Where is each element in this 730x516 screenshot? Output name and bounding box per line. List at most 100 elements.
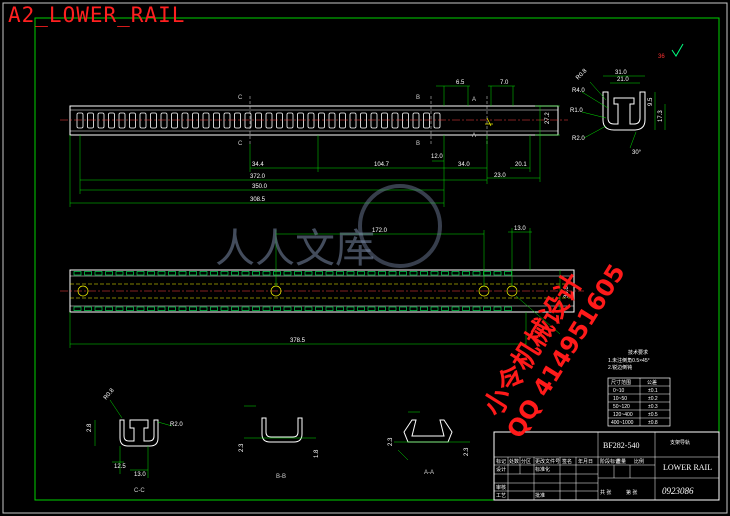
slot (349, 112, 357, 129)
top-view-dimension-lines (69, 85, 560, 207)
side-slot (367, 306, 376, 311)
tb-review: 审核 (496, 484, 506, 491)
part-name-cn: 支架导轨 (670, 439, 690, 446)
side-slot (493, 306, 502, 311)
side-slot (178, 271, 187, 276)
side-slot (409, 271, 418, 276)
side-slot (493, 271, 502, 276)
notes-line-2: 2.锐边倒钝 (608, 364, 632, 371)
aa-dim-2-3-left: 2.3 (388, 437, 394, 446)
side-slot (84, 271, 92, 276)
aa-label: A-A (424, 470, 434, 476)
bb-dim-1-8: 1.8 (314, 449, 320, 458)
side-slot (346, 306, 355, 311)
slot (391, 112, 399, 129)
tb-sign: 签名 (562, 458, 572, 465)
tol-r1-value: ±0.1 (648, 388, 658, 394)
dim-23-0: 23.0 (494, 173, 506, 179)
dim-350-0: 350.0 (252, 184, 268, 190)
side-slot (105, 271, 113, 276)
side-slot (273, 271, 281, 276)
side-slot (73, 306, 82, 311)
bb-label: B-B (276, 474, 286, 480)
notes-line-1: 1.未注倒角0.5×45° (608, 357, 650, 364)
side-slot (441, 306, 449, 311)
section-label-a-top: A (472, 97, 476, 103)
slot (202, 112, 210, 129)
slot (423, 112, 430, 129)
slot (360, 112, 367, 129)
bb-dim-2-3: 2.3 (239, 443, 245, 452)
cc-dim-13-0: 13.0 (134, 472, 146, 478)
dim-104-7: 104.7 (374, 162, 390, 168)
side-view-dimension-lines (69, 228, 561, 348)
side-slot (189, 271, 197, 276)
profile-dim-9-5: 9.5 (648, 97, 654, 106)
side-dim-34-8: 34.8 (564, 286, 570, 298)
dim-372-0: 372.0 (250, 174, 266, 180)
side-slot (157, 306, 166, 311)
profile-dim-r20: R2.0 (572, 136, 585, 142)
side-slot (199, 306, 208, 311)
slot (381, 112, 388, 129)
side-slot (147, 271, 155, 276)
side-slot (241, 271, 250, 276)
side-slot (388, 306, 397, 311)
side-slot (357, 271, 365, 276)
side-slot (430, 271, 439, 276)
tol-r4-value: ±0.5 (648, 412, 658, 418)
side-slot (315, 271, 323, 276)
side-slot (504, 271, 512, 276)
side-slot (252, 271, 260, 276)
notes-heading: 技术要求 (628, 349, 648, 356)
profile-dim-r08: R0.8 (575, 68, 589, 82)
side-slot (273, 306, 281, 311)
slot (150, 112, 157, 129)
side-dim-378-5: 378.5 (290, 338, 306, 344)
side-slot (126, 306, 134, 311)
cc-dim-2-8: 2.8 (87, 423, 93, 432)
profile-dim-r10: R1.0 (570, 108, 583, 114)
side-slot (241, 306, 250, 311)
side-slot (504, 306, 512, 311)
side-dim-13-0: 13.0 (514, 226, 526, 232)
tb-standard: 标准化 (535, 466, 550, 473)
part-name-en: LOWER RAIL (663, 463, 712, 472)
tb-count: 处数 (509, 458, 519, 465)
slot (370, 112, 378, 129)
section-bb: 2.3 1.8 B-B (239, 405, 320, 480)
side-slot (283, 271, 292, 276)
side-slot (472, 271, 481, 276)
side-slot (388, 271, 397, 276)
slot (244, 112, 252, 129)
slot (76, 112, 84, 129)
slot (286, 112, 294, 129)
tol-r3-value: ±0.3 (648, 404, 658, 410)
dim-7-0: 7.0 (500, 80, 509, 86)
side-slot (115, 306, 124, 311)
profile-dim-r40: R4.0 (572, 88, 585, 94)
dim-34-4: 34.4 (252, 162, 264, 168)
profile-dim-30deg: 30° (632, 150, 642, 156)
side-slot (210, 306, 218, 311)
slot (129, 112, 136, 129)
side-slot (336, 271, 344, 276)
cc-dim-12-5: 12.5 (114, 464, 126, 470)
side-slot (252, 306, 260, 311)
slot (171, 112, 178, 129)
tb-date: 年月日 (578, 458, 593, 465)
side-slot (136, 306, 145, 311)
tb-approve: 批准 (535, 492, 545, 499)
side-slot (220, 306, 229, 311)
side-slot (199, 271, 208, 276)
slot (192, 112, 199, 129)
tol-r1-range: 0~10 (613, 388, 624, 394)
inner-border (34, 17, 720, 501)
section-label-c-top: C (238, 95, 243, 101)
aa-dim-2-3-right: 2.3 (464, 447, 470, 456)
side-slot (210, 271, 218, 276)
side-slot (399, 306, 407, 311)
side-view (60, 269, 584, 313)
side-slot (73, 271, 82, 276)
